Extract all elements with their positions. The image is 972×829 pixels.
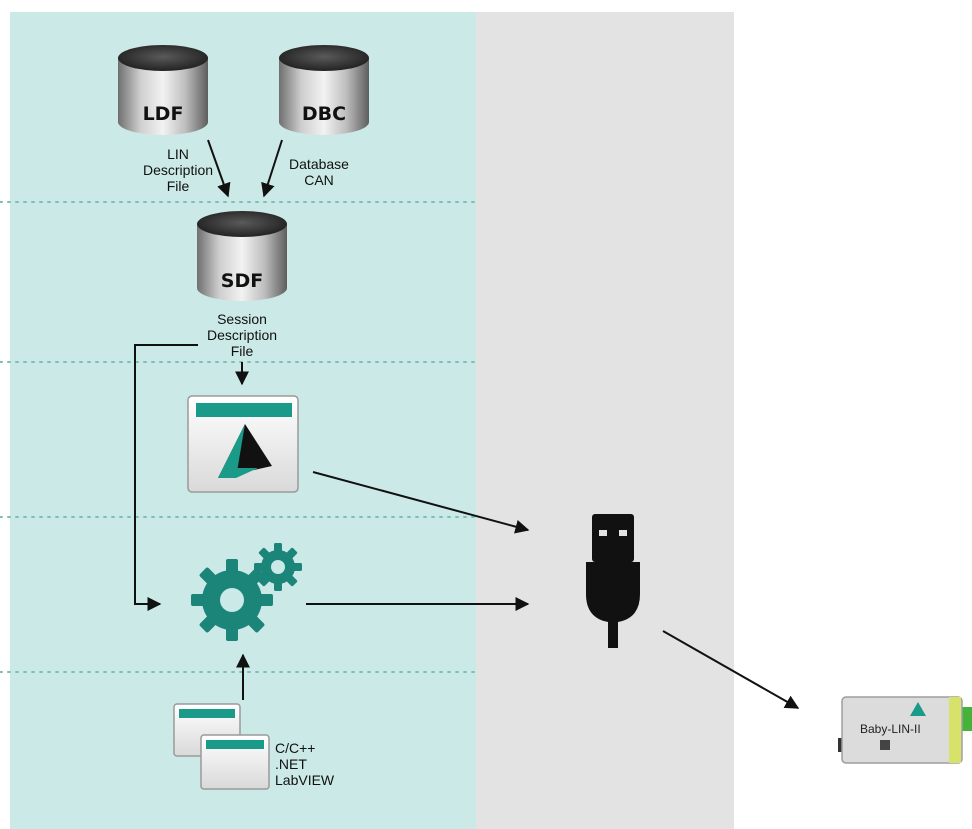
usb-connector-icon xyxy=(586,514,640,648)
languages-label: C/C++ .NET LabVIEW xyxy=(275,740,335,788)
baby-lin-device-icon xyxy=(838,696,972,764)
ldf-to-sdf-arrow xyxy=(207,139,231,198)
usb-to-device-arrow xyxy=(662,630,800,709)
flow-arrows xyxy=(134,139,800,709)
dbc-caption: Database CAN xyxy=(289,156,349,188)
sdf-caption: Session Description File xyxy=(206,311,278,359)
ldf-database-icon: LDF xyxy=(118,45,208,135)
sdf-to-gears-arrow xyxy=(134,344,198,611)
gray-panel xyxy=(476,12,734,829)
dbc-code: DBC xyxy=(302,103,346,125)
sdf-database-icon: SDF xyxy=(197,211,287,301)
dotted-separators xyxy=(0,201,477,673)
ldf-caption: LIN Description File xyxy=(142,146,214,194)
app-window-icon xyxy=(187,395,299,493)
dbc-to-sdf-arrow xyxy=(261,139,283,198)
sdf-code: SDF xyxy=(221,270,263,292)
ldf-code: LDF xyxy=(143,103,184,125)
api-windows-icon xyxy=(173,703,270,790)
dbc-database-icon: DBC xyxy=(279,45,369,135)
device-label: Baby-LIN-II xyxy=(860,722,921,736)
gears-icon xyxy=(191,543,302,641)
app-to-usb-arrow xyxy=(312,471,530,534)
